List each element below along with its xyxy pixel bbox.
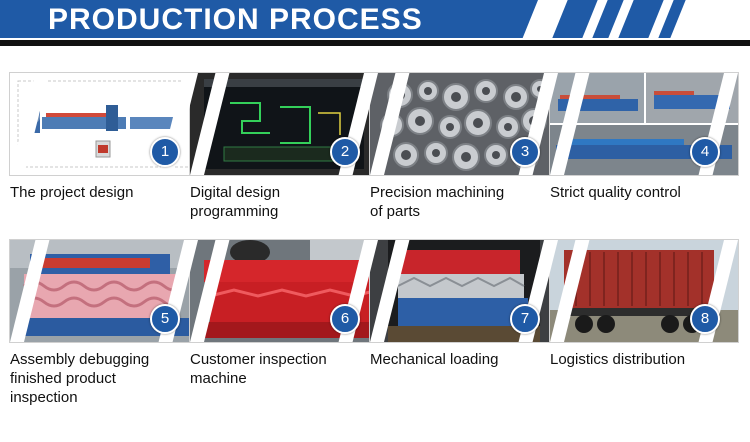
banner-stripe <box>552 0 598 38</box>
step-caption: Customer inspection machine <box>190 350 378 388</box>
step-number-badge: 4 <box>690 137 720 167</box>
step-caption: Digital design programming <box>190 183 378 221</box>
step-caption-line: Digital design <box>190 184 281 201</box>
step-card-5: 5 Assembly debugging finished product in… <box>10 240 198 407</box>
step-number-badge: 1 <box>150 137 180 167</box>
step-caption-line: Mechanical loading <box>370 351 499 368</box>
step-image-mechanical-loading: 7 <box>370 240 558 342</box>
step-image-machining: 3 <box>370 73 558 175</box>
step-number-badge: 6 <box>330 304 360 334</box>
step-caption-line: of parts <box>370 203 421 220</box>
step-image-digital-design: 2 <box>190 73 378 175</box>
banner-stripe <box>618 0 664 38</box>
step-caption: Precision machining of parts <box>370 183 558 221</box>
step-caption-line: finished product <box>10 370 116 387</box>
step-number-badge: 3 <box>510 137 540 167</box>
step-caption: Strict quality control <box>550 183 738 202</box>
step-image-customer-inspection: 6 <box>190 240 378 342</box>
step-image-assembly: 5 <box>10 240 198 342</box>
step-caption-line: Strict quality control <box>550 184 681 201</box>
step-number-badge: 7 <box>510 304 540 334</box>
container-loading-illustration <box>370 240 558 342</box>
step-card-3: 3 Precision machining of parts <box>370 73 558 221</box>
step-card-7: 7 Mechanical loading <box>370 240 558 369</box>
layout-drawing-illustration <box>10 73 198 175</box>
page-title: PRODUCTION PROCESS <box>48 3 423 36</box>
step-number-badge: 2 <box>330 137 360 167</box>
step-card-6: 6 Customer inspection machine <box>190 240 378 388</box>
step-caption-line: inspection <box>10 389 78 406</box>
step-card-2: 2 Digital design programming <box>190 73 378 221</box>
step-number-badge: 5 <box>150 304 180 334</box>
step-number-badge: 8 <box>690 304 720 334</box>
step-image-project-design: 1 <box>10 73 198 175</box>
step-caption-line: Precision machining <box>370 184 505 201</box>
step-card-4: 4 Strict quality control <box>550 73 738 202</box>
step-card-1: 1 The project design <box>10 73 198 202</box>
step-caption-line: machine <box>190 370 247 387</box>
step-image-quality-control: 4 <box>550 73 738 175</box>
step-caption: Logistics distribution <box>550 350 738 369</box>
banner-stripe <box>658 0 686 38</box>
step-card-8: 8 Logistics distribution <box>550 240 738 369</box>
header-banner: PRODUCTION PROCESS <box>0 0 750 48</box>
step-caption-line: programming <box>190 203 279 220</box>
step-caption: The project design <box>10 183 198 202</box>
banner-underline <box>0 40 750 46</box>
step-caption-line: The project design <box>10 184 134 201</box>
step-caption: Assembly debugging finished product insp… <box>10 350 198 407</box>
step-caption: Mechanical loading <box>370 350 558 369</box>
step-caption-line: Logistics distribution <box>550 351 686 368</box>
step-caption-line: Assembly debugging <box>10 351 150 368</box>
banner-stripe <box>592 0 624 38</box>
step-caption-line: Customer inspection <box>190 351 327 368</box>
step-image-logistics: 8 <box>550 240 738 342</box>
